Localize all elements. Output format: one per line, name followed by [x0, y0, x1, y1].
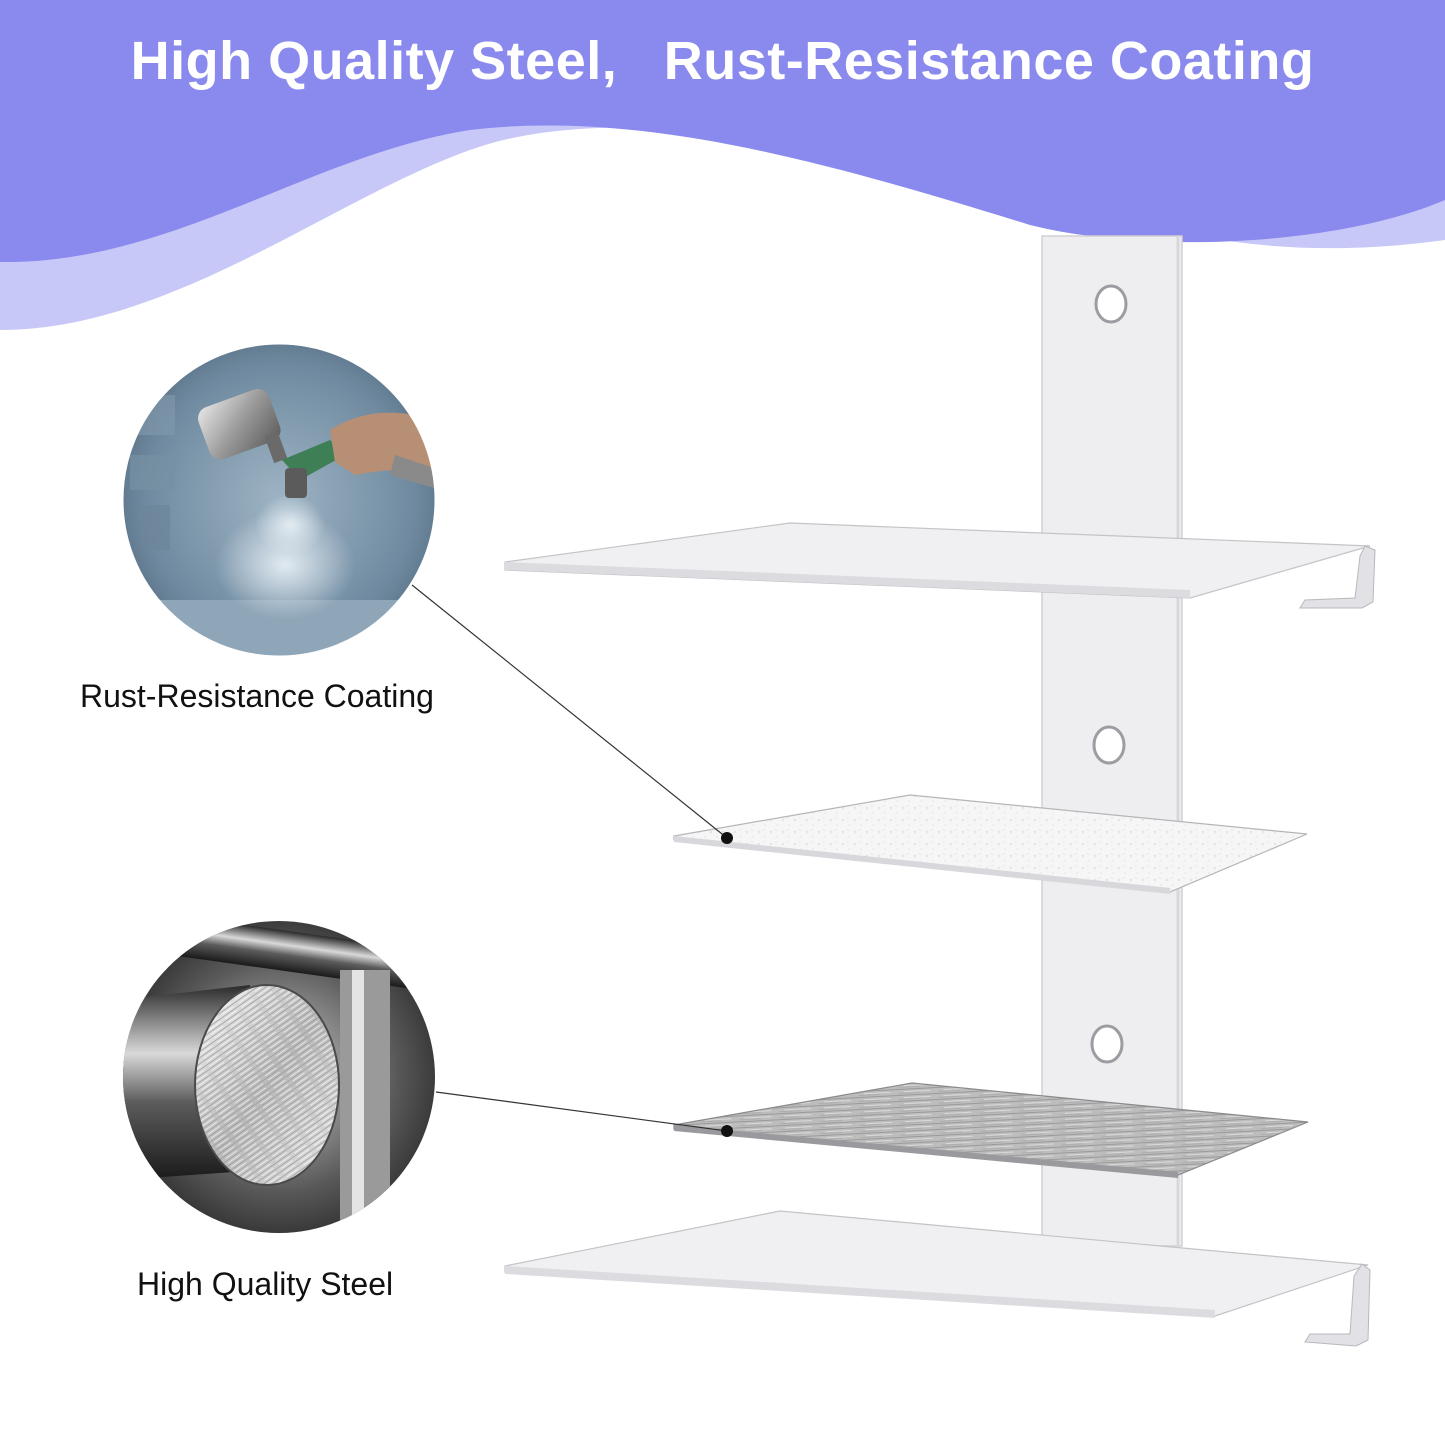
mounting-hole	[1094, 284, 1128, 324]
coating-callout-label: Rust-Resistance Coating	[80, 678, 434, 714]
mounting-hole	[1090, 1024, 1124, 1064]
banner-wave-main	[0, 0, 1445, 263]
shelf-bottom	[504, 1210, 1371, 1347]
callout-dot	[721, 832, 733, 844]
steel-rod-photo	[123, 921, 435, 1233]
spray-gun-photo	[123, 344, 435, 656]
shelf-coated	[673, 794, 1308, 894]
callout-dot	[721, 1125, 733, 1137]
callout-connectors	[411, 584, 733, 1137]
mounting-hole	[1092, 725, 1126, 765]
shelf-top	[504, 522, 1376, 609]
header-banner	[0, 0, 1445, 330]
steel-callout-label: High Quality Steel	[137, 1266, 394, 1302]
shelf-steel	[673, 1082, 1309, 1178]
shelf-unit	[504, 235, 1376, 1347]
banner-title: High Quality Steel, Rust-Resistance Coat…	[130, 31, 1315, 91]
